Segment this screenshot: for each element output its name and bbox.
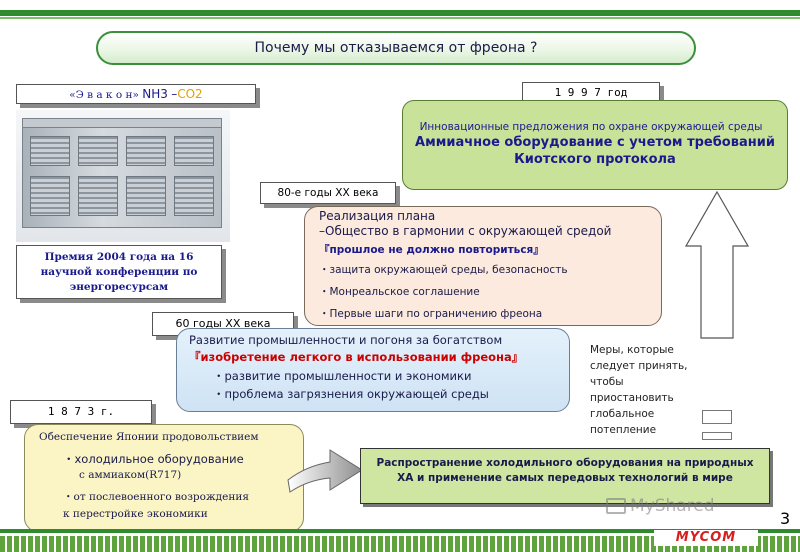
bottom-band (0, 529, 800, 533)
louver-2 (78, 136, 118, 166)
measures-text: Меры, которые следует принять, чтобы при… (590, 344, 688, 436)
box-80s: Реализация плана –Общество в гармонии с … (304, 206, 662, 326)
box-80s-line1: Реализация плана (319, 209, 436, 223)
up-arrow-icon (684, 190, 750, 339)
box-60s-bullet1: ・развитие промышленности и экономики (213, 369, 472, 383)
box-80s-quote: 『прошлое не должно повториться』 (319, 244, 544, 256)
box-1997-line1: Инновационные предложения по охране окру… (419, 121, 763, 133)
year-1997-tag: 1 9 9 7 год (522, 82, 660, 104)
page-number: 3 (780, 509, 791, 528)
bottom-box-line1: Распространение холодильного оборудовани… (376, 457, 754, 469)
label-80s: 80-е годы XX века (260, 182, 396, 204)
louver-8 (174, 176, 214, 216)
box-1997-line2: Аммиачное оборудование с учетом требован… (415, 135, 775, 150)
box-1997-line3: Киотского протокола (514, 152, 676, 167)
bottom-box: Распространение холодильного оборудовани… (360, 448, 770, 504)
louver-7 (126, 176, 166, 216)
box-1873-bullet2: ・от послевоенного возрождения (63, 491, 249, 503)
evakon-prefix: «Э в а к о н» (69, 89, 139, 101)
box-60s: Развитие промышленности и погоня за бога… (176, 328, 570, 412)
prize-label: Премия 2004 года на 16 научной конференц… (16, 245, 222, 299)
step-bar-2 (702, 432, 732, 440)
box-80s-bullet1: ・защита окружающей среды, безопасность (319, 264, 568, 276)
box-1873-bullet1: ・холодильное оборудование (63, 452, 244, 466)
louver-1 (30, 136, 70, 166)
box-60s-quote: 『изобретение легкого в использовании фре… (189, 350, 524, 364)
box-1873-line3: к перестройке экономики (63, 508, 208, 520)
presentation-icon (606, 498, 626, 514)
louver-5 (30, 176, 70, 216)
box-1997: Инновационные предложения по охране окру… (402, 100, 788, 190)
year-1873-tag: 1 8 7 3 г. (10, 400, 152, 424)
box-80s-bullet2: ・Монреальское соглашение (319, 286, 480, 298)
louver-4 (174, 136, 214, 166)
evakon-nh3: NH3 (142, 87, 168, 101)
equipment-photo (16, 110, 230, 242)
box-80s-line2: –Общество в гармонии с окружающей средой (319, 224, 612, 238)
right-arrow-icon (287, 449, 363, 493)
step-bar-1 (702, 410, 732, 424)
box-1873: Обеспечение Японии продовольствием ・холо… (24, 424, 304, 532)
top-band (0, 10, 800, 16)
page-title: Почему мы отказываемся от фреона ? (96, 31, 696, 65)
watermark: MyShared (606, 494, 715, 518)
evakon-dash: – (171, 87, 178, 101)
watermark-text: MyShared (630, 496, 715, 516)
louver-6 (78, 176, 118, 216)
bottom-box-line2: ХА и применение самых передовых технолог… (397, 472, 733, 484)
mycom-logo: MYCOM (654, 530, 758, 546)
evakon-label: «Э в а к о н» NH3 –CO2 (16, 84, 256, 104)
box-60s-line1: Развитие промышленности и погоня за бога… (189, 333, 503, 347)
top-band-thin (0, 17, 800, 19)
box-1873-line2: с аммиаком(R717) (79, 469, 182, 481)
chiller-roof (22, 118, 222, 128)
bottom-stripe (0, 536, 800, 552)
box-1873-line1: Обеспечение Японии продовольствием (39, 431, 259, 443)
louver-3 (126, 136, 166, 166)
box-80s-bullet3: ・Первые шаги по ограничению фреона (319, 308, 543, 320)
evakon-co2: CO2 (177, 87, 203, 101)
box-60s-bullet2: ・проблема загрязнения окружающей среды (213, 387, 489, 401)
